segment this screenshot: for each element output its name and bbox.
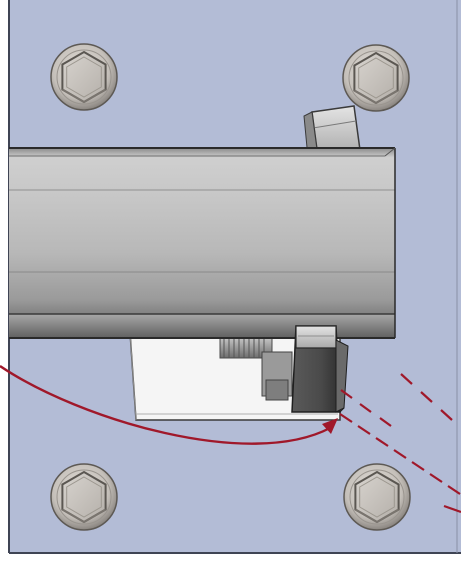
plate-frame-bottom [0,553,461,561]
clamp-clip-icon [291,325,349,413]
rail-profile [9,147,396,339]
hex-bolt-icon [50,463,118,531]
plate-frame-left [0,0,9,561]
threaded-stud-icon [219,335,293,401]
annotation-arrow-curve [0,365,331,445]
hex-bolt-icon [342,44,410,112]
hex-bolt-icon [50,43,118,111]
annotation-dashed-lines [339,373,461,495]
hex-bolt-icon [343,463,411,531]
annotation-leader-right [443,504,461,514]
arrow-head-icon [322,418,338,434]
